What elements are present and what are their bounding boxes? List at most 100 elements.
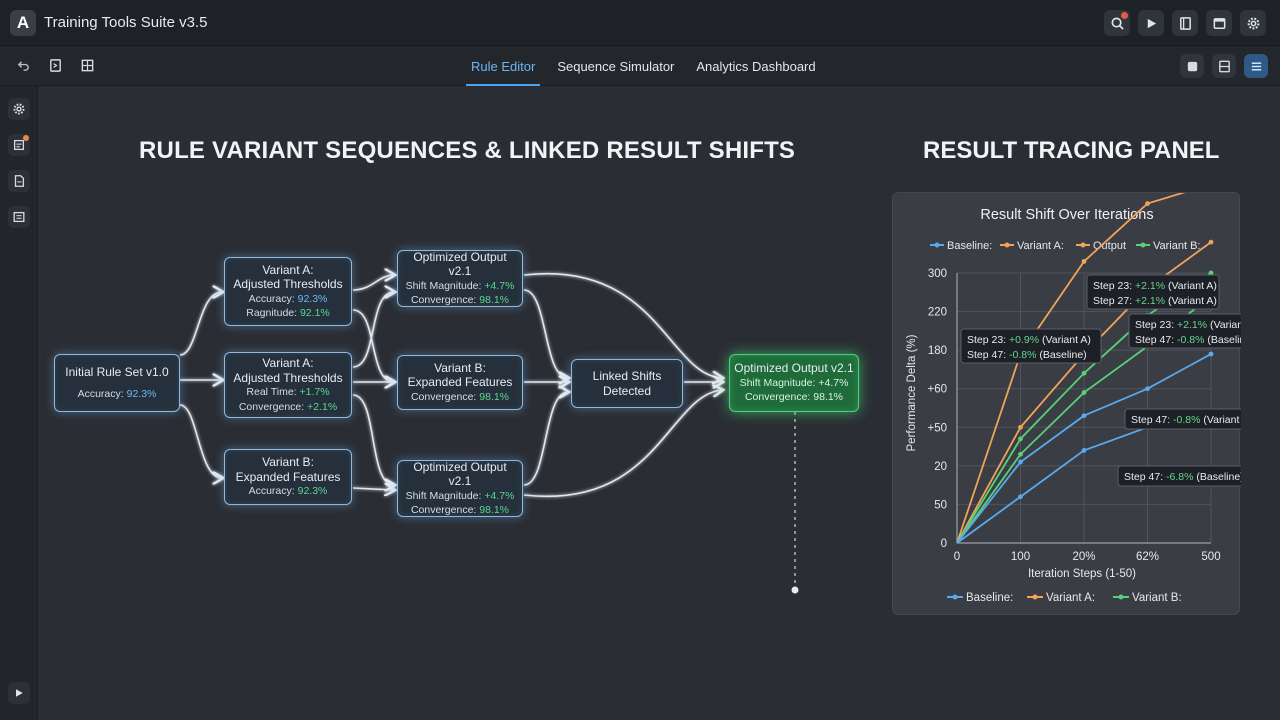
node-title: Optimized Output v2.1 — [413, 459, 507, 489]
node-optimized-output-bottom[interactable]: Optimized Output v2.1 Shift Magnitude: +… — [397, 460, 523, 517]
grid-icon[interactable] — [76, 54, 98, 76]
node-metric: Convergence: 98.1% — [744, 391, 844, 404]
x-tick-label: 20% — [1072, 551, 1095, 563]
annotation-text: Step 23: +2.1% (Variant A) — [1093, 280, 1217, 292]
node-metric: Convergence: 98.1% — [410, 294, 510, 306]
result-shift-chart: Result Shift Over Iterations Baseline: V… — [906, 193, 1241, 604]
series-point-baseline_2 — [1081, 448, 1087, 453]
annotation-box — [1086, 274, 1220, 310]
node-variant-b-mid[interactable]: Variant B: Expanded Features Convergence… — [397, 355, 523, 410]
node-final-output[interactable]: Optimized Output v2.1 Shift Magnitude: +… — [729, 354, 859, 412]
node-subtitle: Expanded Features — [407, 375, 513, 390]
node-variant-a-2[interactable]: Variant A: Adjusted Thresholds Real Time… — [224, 352, 352, 418]
book-icon[interactable] — [1172, 10, 1198, 36]
play-icon[interactable] — [1138, 10, 1164, 36]
chart-annotation: Step 23: +2.1% (Variant A) Step 27: +2.1%… — [1086, 274, 1220, 310]
sidebar-badge-dot — [23, 135, 29, 141]
legend-bottom-baseline: Baseline: — [947, 592, 1013, 604]
y-tick-label: 20 — [934, 461, 947, 473]
node-title: Optimized Output v2.1 — [734, 361, 854, 376]
x-tick-label: 0 — [954, 551, 960, 563]
series-point-variant_b_1 — [1081, 370, 1087, 376]
legend-item-baseline: Baseline: — [930, 240, 992, 252]
node-title: Variant A: — [262, 262, 314, 277]
x-tick-label: 100 — [1011, 551, 1030, 563]
sidebar-settings-icon[interactable] — [8, 98, 30, 120]
node-title: Variant B: — [434, 360, 486, 375]
tab-bar: Rule Editor Sequence Simulator Analytics… — [460, 46, 827, 86]
node-metric: Convergence: +2.1% — [238, 400, 338, 413]
y-tick-label: 220 — [928, 307, 947, 319]
main-heading: RULE VARIANT SEQUENCES & LINKED RESULT S… — [139, 137, 796, 164]
annotation-text: Step 47: -0.8% (Baseline) — [967, 349, 1087, 361]
chart-legend-bottom: Baseline: Variant A: Variant B: — [947, 592, 1182, 604]
node-subtitle: Adjusted Thresholds — [233, 277, 343, 291]
annotation-text: Step 47: -0.8% (Baseline) — [1135, 334, 1241, 346]
file-icon[interactable] — [44, 54, 66, 76]
annotation-text: Step 47: -6.8% (Baseline) — [1124, 471, 1241, 483]
legend-bottom-variant-b: Variant B: — [1113, 592, 1182, 604]
tab-analytics-dashboard[interactable]: Analytics Dashboard — [696, 58, 816, 74]
node-variant-a-1[interactable]: Variant A: Adjusted Thresholds Accuracy:… — [224, 257, 352, 326]
node-variant-b-1[interactable]: Variant B: Expanded Features Accuracy: 9… — [224, 449, 352, 505]
x-tick-label: 500 — [1201, 551, 1220, 563]
notification-dot — [1121, 12, 1128, 19]
node-optimized-output-top[interactable]: Optimized Output v2.1 Shift Magnitude: +… — [397, 250, 523, 307]
node-metric: Real Time: +1.7% — [246, 386, 330, 398]
sidebar-rules-icon[interactable] — [8, 134, 30, 156]
svg-text:Baseline:: Baseline: — [966, 592, 1013, 604]
y-tick-label: 50 — [934, 499, 947, 511]
title-actions — [1104, 10, 1266, 36]
svg-text:Output: Output — [1093, 240, 1126, 252]
gear-icon[interactable] — [1240, 10, 1266, 36]
series-point-variant_b_2 — [1018, 451, 1023, 457]
annotation-box — [1117, 465, 1241, 487]
node-initial-rule-set[interactable]: Initial Rule Set v1.0 Accuracy: 92.3% — [54, 354, 180, 412]
y-tick-label: +50 — [927, 422, 947, 434]
svg-text:Variant A:: Variant A: — [1046, 592, 1095, 604]
chart-annotation: Step 23: +2.1% (Variant A) Step 47: -0.8%… — [1128, 313, 1241, 349]
x-tick-label: 62% — [1136, 551, 1159, 563]
annotation-box — [960, 328, 1102, 364]
series-point-variant_b_1 — [1208, 270, 1214, 276]
layout-icon[interactable] — [1212, 54, 1236, 78]
chart-annotations: Step 23: +2.1% (Variant A) Step 27: +2.1%… — [960, 274, 1241, 487]
chart-x-axis-label: Iteration Steps (1-50) — [1028, 568, 1136, 580]
node-metric: Accuracy: 92.3% — [248, 292, 328, 305]
legend-bottom-variant-a: Variant A: — [1027, 592, 1095, 604]
title-bar: A Training Tools Suite v3.5 — [0, 0, 1280, 46]
tab-sequence-simulator[interactable]: Sequence Simulator — [557, 58, 675, 74]
y-tick-label: 0 — [941, 538, 947, 550]
node-metric: Accuracy: 92.3% — [248, 485, 328, 498]
sidebar-document-icon[interactable] — [8, 170, 30, 192]
tab-rule-editor[interactable]: Rule Editor — [460, 46, 546, 86]
node-metric: Convergence: 98.1% — [410, 504, 510, 516]
toolbar-left — [12, 54, 98, 76]
save-icon[interactable] — [1180, 54, 1204, 78]
series-point-baseline_2 — [1018, 494, 1023, 500]
annotation-box — [1128, 313, 1241, 349]
node-linked-shifts[interactable]: Linked Shifts Detected — [571, 359, 683, 408]
legend-item-output: Output — [1076, 240, 1126, 252]
annotation-text: Step 27: +2.1% (Variant A) — [1093, 295, 1217, 307]
legend-item-variant-b: Variant B: — [1136, 240, 1201, 252]
sidebar — [0, 86, 38, 720]
series-point-baseline_1 — [1145, 386, 1150, 392]
sidebar-list-icon[interactable] — [8, 206, 30, 228]
node-subtitle: Detected — [602, 383, 652, 398]
chart-annotation: Step 47: -6.8% (Baseline) — [1117, 465, 1241, 487]
chart-legend-top: Baseline: Variant A: Output Variant B: — [930, 240, 1201, 252]
series-point-baseline_1 — [1208, 351, 1214, 357]
toolbar: Rule Editor Sequence Simulator Analytics… — [0, 46, 1280, 86]
node-metric: Accuracy: 92.3% — [77, 387, 157, 400]
menu-icon[interactable] — [1244, 54, 1268, 78]
window-icon[interactable] — [1206, 10, 1232, 36]
search-icon[interactable] — [1104, 10, 1130, 36]
sidebar-play-icon[interactable] — [8, 682, 30, 704]
node-title: Variant A: — [262, 356, 314, 370]
node-metric: Shift Magnitude: +4.7% — [405, 279, 515, 292]
svg-text:Variant B:: Variant B: — [1132, 592, 1182, 604]
annotation-text: Step 23: +2.1% (Variant A) — [1135, 319, 1241, 331]
undo-icon[interactable] — [12, 54, 34, 76]
